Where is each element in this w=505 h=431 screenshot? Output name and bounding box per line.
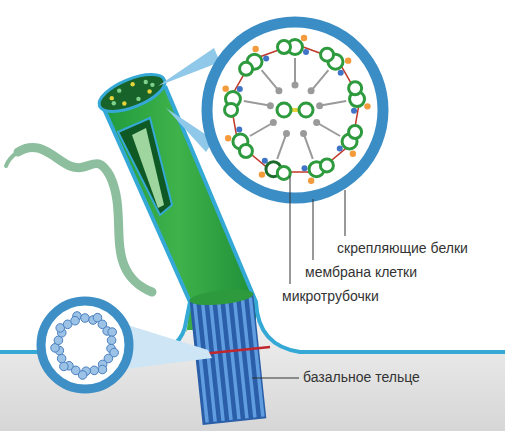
- spoke-head: [313, 119, 320, 126]
- part-label: базальное тельце: [303, 369, 420, 386]
- dynein-arm-outer: [350, 151, 356, 157]
- dynein-arm-outer: [301, 35, 307, 41]
- basal-body-stripes: [193, 297, 265, 423]
- section-dot: [150, 83, 154, 87]
- b-tubule: [240, 62, 253, 75]
- leader-line: [313, 199, 314, 260]
- spoke-head: [275, 87, 282, 94]
- cell-membrane: [0, 100, 190, 352]
- basal-stripe: [217, 300, 233, 420]
- section-dot: [130, 82, 134, 86]
- basal-stripe: [233, 299, 249, 419]
- dynein-arm-inner: [338, 70, 344, 76]
- b-tubule: [349, 125, 362, 138]
- section-dot: [117, 88, 121, 92]
- dynein-arm-inner: [302, 165, 308, 171]
- dynein-arm-outer: [225, 135, 231, 141]
- dynein-arm-outer: [308, 178, 314, 184]
- b-tubule: [321, 48, 334, 61]
- section-dot: [144, 80, 148, 84]
- leader-line: [345, 190, 346, 236]
- b-tubule: [278, 41, 291, 54]
- part-label: скрепляющие белки: [337, 240, 468, 257]
- spoke-head: [316, 102, 323, 109]
- radial-spoke: [304, 134, 313, 158]
- radial-spoke: [312, 70, 329, 90]
- b-tubule: [225, 103, 238, 116]
- dynein-arm-outer: [345, 57, 351, 63]
- leader-line: [290, 176, 291, 284]
- radial-spoke: [244, 101, 270, 106]
- basal-section-circle: [41, 301, 129, 389]
- dynein-arm-outer: [222, 85, 228, 91]
- b-tubule: [349, 82, 362, 95]
- spoke-head: [292, 82, 299, 89]
- section-dot: [147, 89, 151, 93]
- section-dot: [112, 101, 116, 105]
- central-tubule: [299, 103, 313, 117]
- basal-stripe: [209, 301, 225, 421]
- basal-body-top: [189, 287, 254, 308]
- triplet-tubule: [107, 336, 116, 345]
- basal-stripe: [241, 298, 257, 418]
- dynein-arm-inner: [337, 146, 343, 152]
- b-tubule: [239, 145, 252, 158]
- spoke-head: [283, 130, 290, 137]
- basal-stripe: [249, 297, 265, 417]
- basal-stripe: [193, 303, 209, 423]
- section-dot: [122, 101, 126, 105]
- basal-stripe: [225, 300, 241, 420]
- dynein-arm-outer: [252, 46, 258, 52]
- leader-line: [252, 378, 299, 379]
- spoke-head: [300, 130, 307, 137]
- spoke-head: [267, 102, 274, 109]
- radial-spoke: [294, 58, 296, 84]
- radial-spoke: [262, 70, 279, 90]
- dynein-arm-outer: [259, 171, 265, 177]
- radial-spoke: [321, 101, 347, 106]
- spoke-head: [308, 87, 315, 94]
- shaft-section-dots: [110, 80, 155, 106]
- triplet-tubule: [98, 365, 107, 374]
- triplet-tubule: [60, 362, 69, 371]
- radial-spoke: [318, 123, 341, 136]
- central-tubule: [277, 103, 291, 117]
- triplet-tubule: [108, 328, 117, 337]
- cutaway-tubule: [132, 128, 164, 208]
- axoneme-section-circle: [207, 22, 383, 198]
- dynein-arm-inner: [237, 86, 243, 92]
- dynein-arm-outer: [364, 103, 370, 109]
- b-tubule: [277, 166, 290, 179]
- section-dot: [136, 97, 140, 101]
- section-dot: [110, 96, 114, 100]
- basal-triplets: [51, 312, 119, 380]
- dynein-arm-inner: [351, 108, 357, 114]
- dynein-arm-inner: [236, 126, 242, 132]
- triplet-tubule: [71, 316, 80, 325]
- shaft-section: [94, 67, 169, 119]
- basal-stripe: [201, 302, 217, 422]
- triplet-tubule: [57, 354, 66, 363]
- spoke-head: [270, 119, 277, 126]
- radial-spoke: [277, 134, 286, 158]
- part-label: мембрана клетки: [305, 264, 417, 281]
- axoneme: [222, 35, 370, 184]
- flagellum-tip: [6, 152, 18, 166]
- part-label: микротрубочки: [282, 288, 379, 305]
- triplet-tubule: [81, 314, 90, 323]
- dynein-arm-inner: [263, 55, 269, 61]
- b-tubule: [320, 159, 333, 172]
- shaft-cutaway: [118, 118, 172, 215]
- nexin-ring: [230, 44, 360, 172]
- dynein-arm-inner: [262, 158, 268, 164]
- dynein-arm-inner: [303, 49, 309, 55]
- triplet-tubule: [90, 366, 99, 375]
- radial-spoke: [250, 123, 273, 136]
